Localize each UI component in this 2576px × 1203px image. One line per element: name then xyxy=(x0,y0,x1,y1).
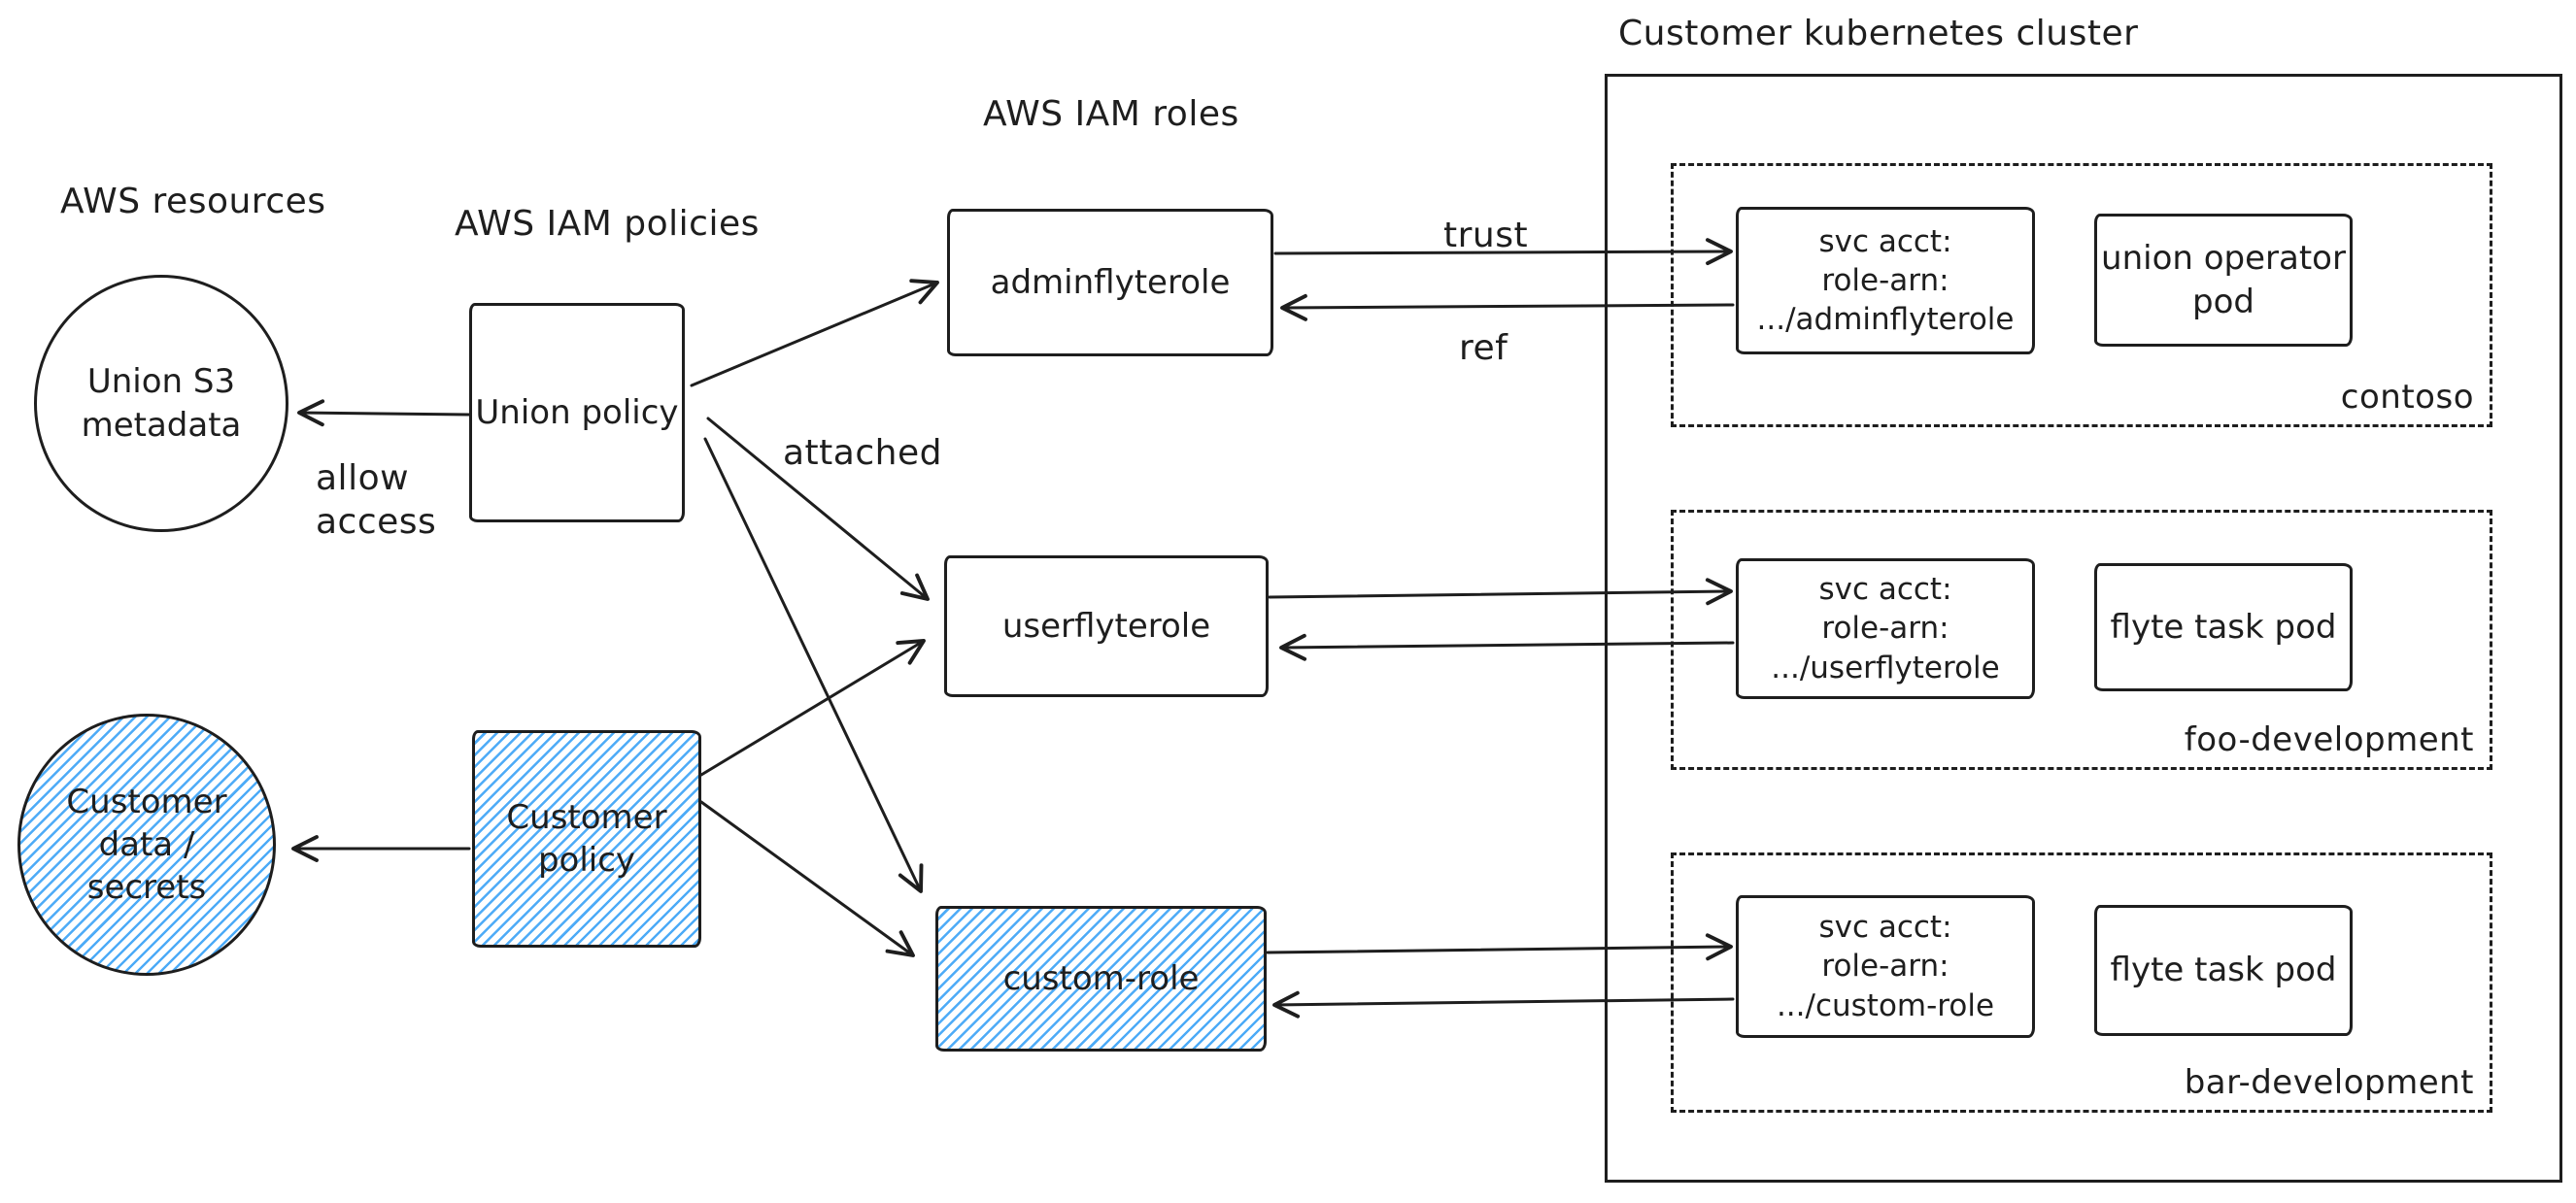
svc-acct-adminflyterole-node: svc acct: role-arn: .../adminflyterole xyxy=(1736,207,2035,354)
customer-data-secrets-node: Customer data / secrets xyxy=(17,714,276,976)
arrow-union-policy-to-custom-role xyxy=(703,437,924,893)
namespace-bar-development: bar-development xyxy=(1671,852,2492,1113)
cluster-title: Customer kubernetes cluster xyxy=(1618,14,2139,53)
trust-label: trust xyxy=(1443,216,1529,255)
kubernetes-cluster-box xyxy=(1605,74,2562,1183)
svc-acct-custom-role-node: svc acct: role-arn: .../custom-role xyxy=(1736,895,2035,1038)
flyte-task-pod-foo-node: flyte task pod xyxy=(2094,563,2353,691)
arrow-customer-policy-to-custom-role xyxy=(699,800,915,957)
adminflyterole-node: adminflyterole xyxy=(947,209,1273,356)
aws-iam-policies-label: AWS IAM policies xyxy=(455,204,760,244)
namespace-contoso-label: contoso xyxy=(2340,378,2474,417)
arrow-union-policy-to-adminflyterole xyxy=(690,279,939,387)
union-s3-metadata-node: Union S3 metadata xyxy=(34,275,288,532)
allow-access-label: allow access xyxy=(316,458,437,542)
ref-label: ref xyxy=(1459,328,1508,368)
aws-iam-roles-label: AWS IAM roles xyxy=(983,94,1239,134)
userflyterole-node: userflyterole xyxy=(944,555,1269,697)
union-operator-pod-node: union operator pod xyxy=(2094,214,2353,347)
aws-resources-label: AWS resources xyxy=(60,182,326,221)
namespace-contoso: contoso xyxy=(1671,163,2492,427)
namespace-bar-development-label: bar-development xyxy=(2184,1063,2474,1102)
flyte-task-pod-bar-node: flyte task pod xyxy=(2094,905,2353,1036)
union-policy-node: Union policy xyxy=(469,303,685,522)
custom-role-node: custom-role xyxy=(935,906,1267,1052)
namespace-foo-development: foo-development xyxy=(1671,510,2492,770)
svc-acct-userflyterole-node: svc acct: role-arn: .../userflyterole xyxy=(1736,558,2035,699)
arrow-union-policy-to-union-s3 xyxy=(297,399,471,427)
customer-policy-node: Customer policy xyxy=(472,730,701,948)
arrow-customer-policy-to-userflyterole xyxy=(699,639,926,777)
namespace-foo-development-label: foo-development xyxy=(2184,720,2474,759)
attached-label: attached xyxy=(783,433,942,473)
